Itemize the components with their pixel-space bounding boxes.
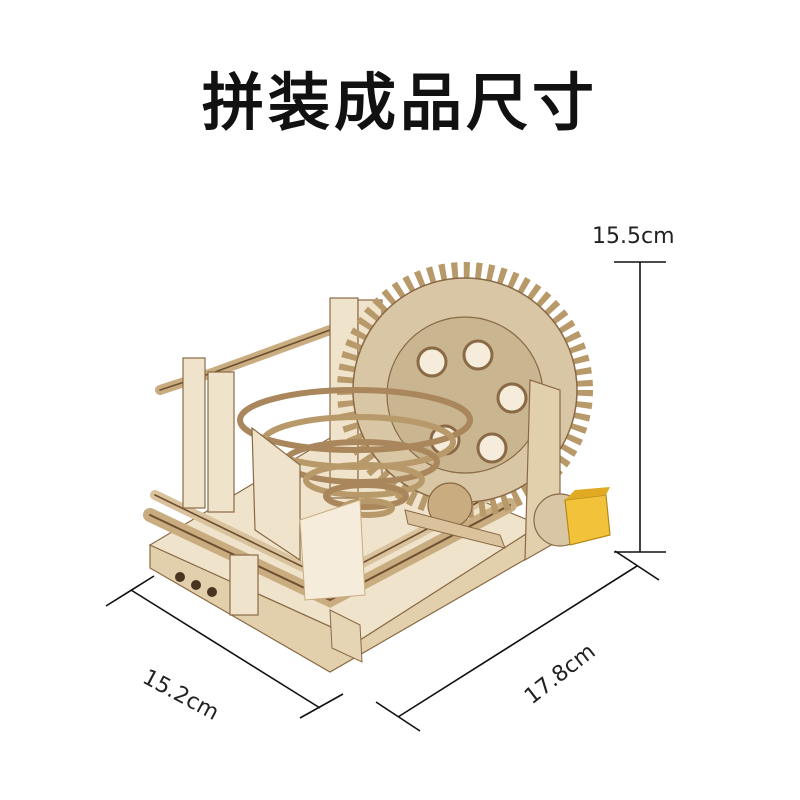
depth-tick-left [105,575,155,607]
post [207,371,235,513]
gear-hole [476,432,508,464]
front-leg [329,609,363,663]
page-title: 拼装成品尺寸 [201,66,598,139]
post [229,554,259,616]
base-hole [191,580,201,590]
gear-hole [462,339,494,371]
ramp [404,509,506,549]
gear-hole [496,382,528,414]
support-panel [299,499,366,601]
spiral-ring [237,387,473,453]
dimension-lines [105,261,666,732]
gear-hole [416,346,448,378]
motor-side [565,487,610,500]
width-line [397,565,638,718]
width-tick-right [614,550,660,581]
post [182,357,206,509]
depth-line [130,589,321,709]
depth-tick-right [299,693,344,719]
height-dimension-label: 15.5cm [592,224,675,249]
width-tick-left [375,701,421,732]
motor [564,487,611,546]
rail-front-left-edge [149,504,511,602]
base-hole [207,587,217,597]
front-structure [251,426,506,601]
motor-body [564,494,611,546]
funnel-support [251,426,301,562]
spiral-ring [303,462,425,498]
base-hole [175,572,185,582]
spiral-ring [323,482,409,510]
